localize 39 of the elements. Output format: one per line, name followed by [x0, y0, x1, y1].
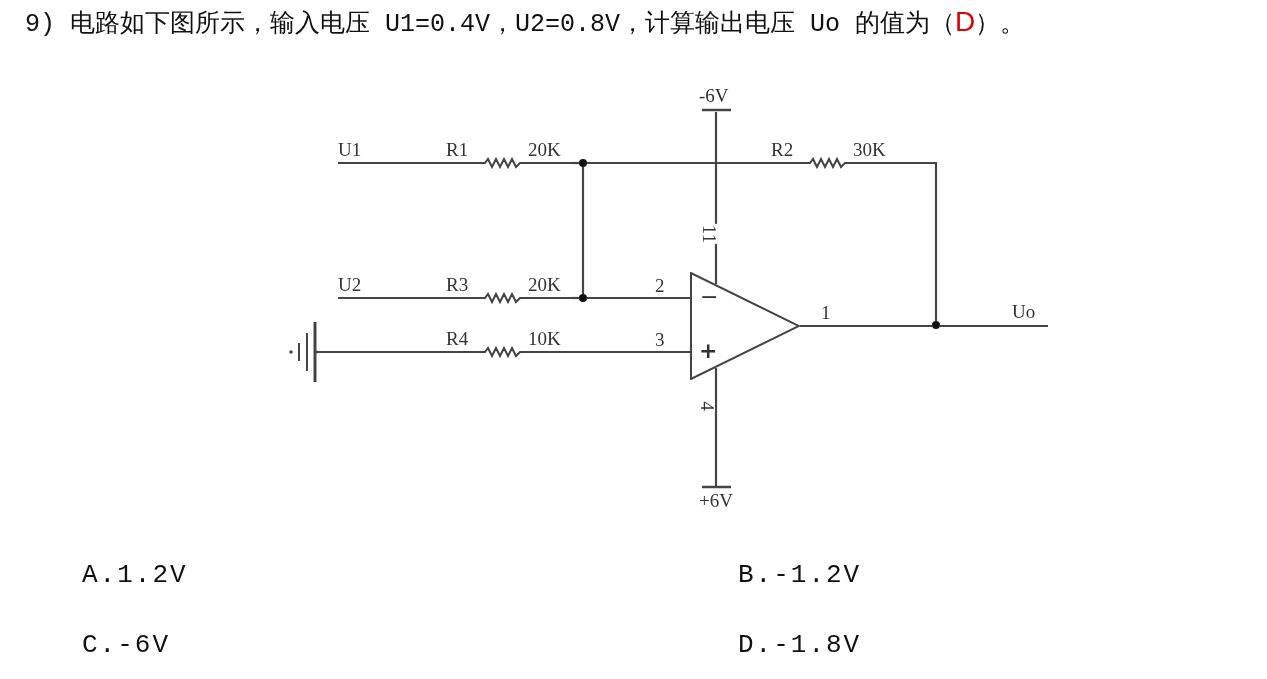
wire	[572, 161, 579, 165]
answer-option: C.-6V	[82, 630, 170, 660]
component-label: R4	[446, 329, 469, 349]
resistance-value: 30K	[853, 140, 886, 160]
component-label: R2	[771, 140, 794, 160]
wire	[572, 350, 690, 354]
resistance-value: 20K	[528, 140, 561, 160]
wire	[800, 324, 932, 328]
supply-label: -6V	[699, 86, 729, 106]
junction-dot	[932, 321, 940, 329]
resistance-value: 10K	[528, 329, 561, 349]
terminal-label: Uo	[1012, 302, 1048, 325]
wire	[940, 324, 1048, 328]
wire	[338, 161, 445, 165]
input-sign: −	[700, 287, 719, 307]
terminal-label: U2	[338, 275, 372, 298]
supply-label: +6V	[699, 491, 733, 511]
resistance-value: 20K	[528, 275, 561, 295]
wire	[338, 296, 445, 300]
input-sign: +	[699, 341, 718, 361]
junction-dot	[579, 294, 587, 302]
wire	[587, 161, 770, 165]
answer-option: A.1.2V	[82, 560, 188, 590]
wire	[581, 167, 585, 294]
wire	[900, 161, 938, 321]
component-label: R3	[446, 275, 469, 295]
wire	[714, 112, 718, 284]
component-label: R1	[446, 140, 469, 160]
junction-dot	[579, 159, 587, 167]
wire	[572, 296, 579, 300]
question-text: 9) 电路如下图所示，输入电压 U1=0.4V，U2=0.8V，计算输出电压 Uo 的值为（D）。	[25, 6, 1026, 39]
pin-number: 4	[698, 400, 715, 412]
wire	[714, 368, 718, 487]
answer-option: D.-1.8V	[738, 630, 862, 660]
wire	[587, 296, 690, 300]
terminal-label: U1	[338, 140, 372, 163]
wire	[318, 350, 445, 354]
pin-number: 11	[701, 223, 718, 245]
answer-option: B.-1.2V	[738, 560, 862, 590]
